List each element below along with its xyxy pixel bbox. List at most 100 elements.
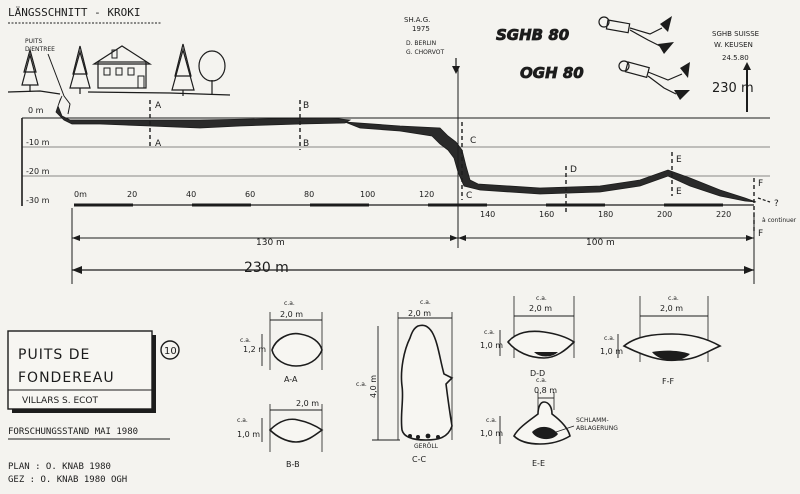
svg-text:A: A	[155, 101, 162, 111]
svg-text:100 m: 100 m	[586, 238, 615, 248]
svg-text:c.a.: c.a.	[486, 417, 497, 424]
house-icon	[91, 45, 153, 89]
svg-text:C: C	[470, 136, 476, 146]
svg-text:2,0 m: 2,0 m	[408, 309, 431, 318]
expedition-info: D. BERLIN	[406, 40, 436, 47]
entrance-label: PUITS	[25, 38, 42, 45]
continuation-label: à continuer	[762, 217, 797, 224]
distance-tick-label: 120	[419, 190, 434, 199]
total-length-label: 230 m	[712, 81, 754, 96]
entrance-shaft	[63, 95, 71, 115]
passage-profile	[271, 332, 323, 367]
depth-label: -30 m	[26, 196, 50, 205]
svg-text:2,0 m: 2,0 m	[660, 304, 683, 313]
section-marker-c: C C	[461, 122, 476, 201]
section-marker-f: F F	[753, 178, 763, 239]
svg-text:E: E	[676, 187, 682, 197]
expedition-info: G. CHORVOT	[406, 49, 444, 56]
svg-text:B: B	[303, 139, 309, 149]
distance-tick-label: 0m	[74, 190, 87, 199]
passage-profile	[506, 330, 576, 359]
cave-name-line1: PUITS DE	[18, 347, 90, 363]
svg-text:c.a.: c.a.	[356, 381, 367, 388]
sheet-title: LÄNGSSCHNITT - KROKI	[8, 6, 140, 19]
diver-icon	[618, 60, 690, 100]
svg-text:B: B	[303, 101, 309, 111]
down-arrow-icon	[452, 66, 460, 74]
depth-axis: 0 m -10 m -20 m -30 m	[21, 106, 770, 206]
sghb-logo: SGHB 80	[496, 26, 569, 44]
sheet-number: 10	[164, 346, 177, 357]
continuation-dash	[757, 197, 771, 203]
svg-text:F: F	[758, 179, 763, 189]
location-label: VILLARS S. ECOT	[22, 396, 99, 406]
svg-text:c.a.: c.a.	[240, 337, 251, 344]
continuation-mark: ?	[774, 199, 779, 209]
svg-text:SCHLAMM-: SCHLAMM-	[576, 417, 609, 424]
dimension-130m: 130 m	[72, 235, 458, 248]
svg-text:2,0 m: 2,0 m	[280, 310, 303, 319]
distance-tick-label: 180	[598, 210, 613, 219]
svg-text:E-E: E-E	[532, 459, 545, 468]
svg-text:1,0 m: 1,0 m	[600, 347, 623, 356]
svg-text:1,0 m: 1,0 m	[237, 430, 260, 439]
svg-text:c.a.: c.a.	[420, 299, 431, 306]
cave-passage-lower	[344, 121, 757, 203]
section-marker-e: E E	[671, 152, 682, 197]
svg-text:c.a.: c.a.	[284, 300, 295, 307]
cave-name-line2: FONDEREAU	[18, 370, 115, 386]
survey-info: 24.5.80	[722, 54, 749, 62]
drawing-credit: GEZ : O. KNAB 1980 OGH	[8, 475, 127, 485]
expedition-info: SH.A.G.	[404, 16, 430, 24]
svg-text:A-A: A-A	[284, 375, 298, 384]
svg-text:ABLAGERUNG: ABLAGERUNG	[576, 425, 618, 432]
research-status: FORSCHUNGSSTAND MAI 1980	[8, 427, 138, 437]
svg-text:1,2 m: 1,2 m	[243, 345, 266, 354]
svg-text:4,0 m: 4,0 m	[369, 375, 378, 398]
sheet-number-circle	[160, 340, 180, 360]
cross-section-f-f: c.a. 2,0 m c.a. 1,0 m F-F	[600, 295, 722, 386]
title-box: PUITS DE FONDEREAU VILLARS S. ECOT	[7, 330, 156, 413]
tree-icon	[69, 45, 91, 94]
distance-tick-label: 140	[480, 210, 495, 219]
depth-label: -20 m	[26, 167, 50, 176]
svg-text:C: C	[466, 191, 472, 201]
distance-tick-label: 200	[657, 210, 672, 219]
cross-section-a-a: c.a. 2,0 m c.a. 1,2 m A-A	[240, 300, 323, 384]
section-marker-a: A A	[149, 100, 162, 149]
distance-tick-label: 100	[360, 190, 375, 199]
svg-text:0,8 m: 0,8 m	[534, 386, 557, 395]
svg-text:1,0 m: 1,0 m	[480, 429, 503, 438]
ogh-logo: OGH 80	[520, 64, 584, 82]
svg-text:F: F	[758, 229, 763, 239]
svg-text:2,0 m: 2,0 m	[529, 304, 552, 313]
tree-icon	[171, 43, 195, 96]
distance-tick-label: 160	[539, 210, 554, 219]
entrance-pointer	[47, 53, 65, 97]
dimension-100m: 100 m	[458, 235, 754, 248]
passage-profile	[622, 333, 722, 362]
distance-axis: 0m 20 40 60 80 100 120 140 160 180 200 2…	[74, 190, 754, 219]
svg-text:c.a.: c.a.	[484, 329, 495, 336]
survey-info: SGHB SUISSE	[712, 30, 759, 38]
distance-tick-label: 220	[716, 210, 731, 219]
passage-profile	[268, 418, 324, 443]
svg-text:GERÖLL: GERÖLL	[414, 443, 439, 450]
plan-credit: PLAN : O. KNAB 1980	[8, 462, 111, 472]
svg-text:F-F: F-F	[662, 377, 674, 386]
up-arrow-icon	[743, 62, 751, 70]
svg-text:130 m: 130 m	[256, 238, 285, 248]
cross-section-d-d: c.a. 2,0 m c.a. 1,0 m D-D	[480, 295, 576, 378]
svg-text:E: E	[676, 155, 682, 165]
svg-text:c.a.: c.a.	[668, 295, 679, 302]
svg-text:B-B: B-B	[286, 460, 300, 469]
distance-tick-label: 20	[127, 190, 137, 199]
surface-landscape	[7, 43, 231, 96]
distance-tick-label: 80	[304, 190, 314, 199]
entrance-label: D'ENTREE	[25, 46, 55, 53]
diver-icon	[598, 16, 674, 54]
svg-text:D-D: D-D	[530, 369, 545, 378]
section-marker-b: B B	[299, 100, 309, 150]
cross-section-b-b: 2,0 m c.a. 1,0 m B-B	[237, 399, 324, 469]
